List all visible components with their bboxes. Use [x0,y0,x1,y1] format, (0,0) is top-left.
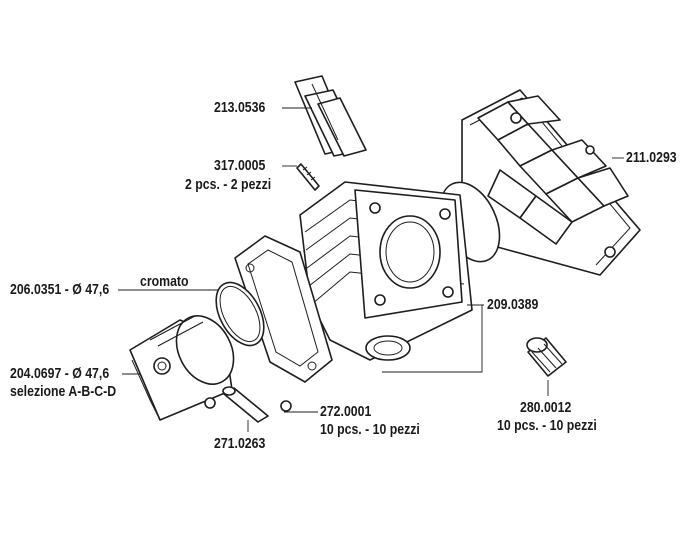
cylinder-head-drawing [461,89,641,276]
piston-ring-drawing [215,281,265,347]
stud-drawing [296,163,320,191]
wrist-pin-drawing [222,386,269,423]
leader-lines [118,107,624,432]
label-bearing-qty: 10 pcs. - 10 pezzi [497,417,597,434]
label-circlip-qty: 10 pcs. - 10 pezzi [320,421,420,438]
reed-valve-drawing [294,75,367,157]
label-bearing: 280.0012 [520,399,572,416]
label-head: 211.0293 [626,149,677,166]
label-circlip: 272.0001 [320,403,372,420]
label-pin: 271.0263 [214,435,266,452]
label-ring-note: cromato [140,273,189,290]
cylinder-drawing [299,181,473,361]
circlip-left-drawing [204,397,216,409]
circlip-right-drawing [280,400,292,412]
piston-drawing [129,315,235,421]
base-gasket-drawing [234,235,333,383]
label-piston: 204.0697 - Ø 47,6 [10,365,110,382]
label-reed-valve: 213.0536 [214,99,266,116]
label-cylinder: 209.0389 [487,296,539,313]
label-ring: 206.0351 - Ø 47,6 [10,281,110,298]
label-stud-qty: 2 pcs. - 2 pezzi [185,176,272,193]
needle-bearing-drawing [526,337,567,377]
label-piston-selection: selezione A-B-C-D [10,383,117,400]
label-stud: 317.0005 [214,157,266,174]
